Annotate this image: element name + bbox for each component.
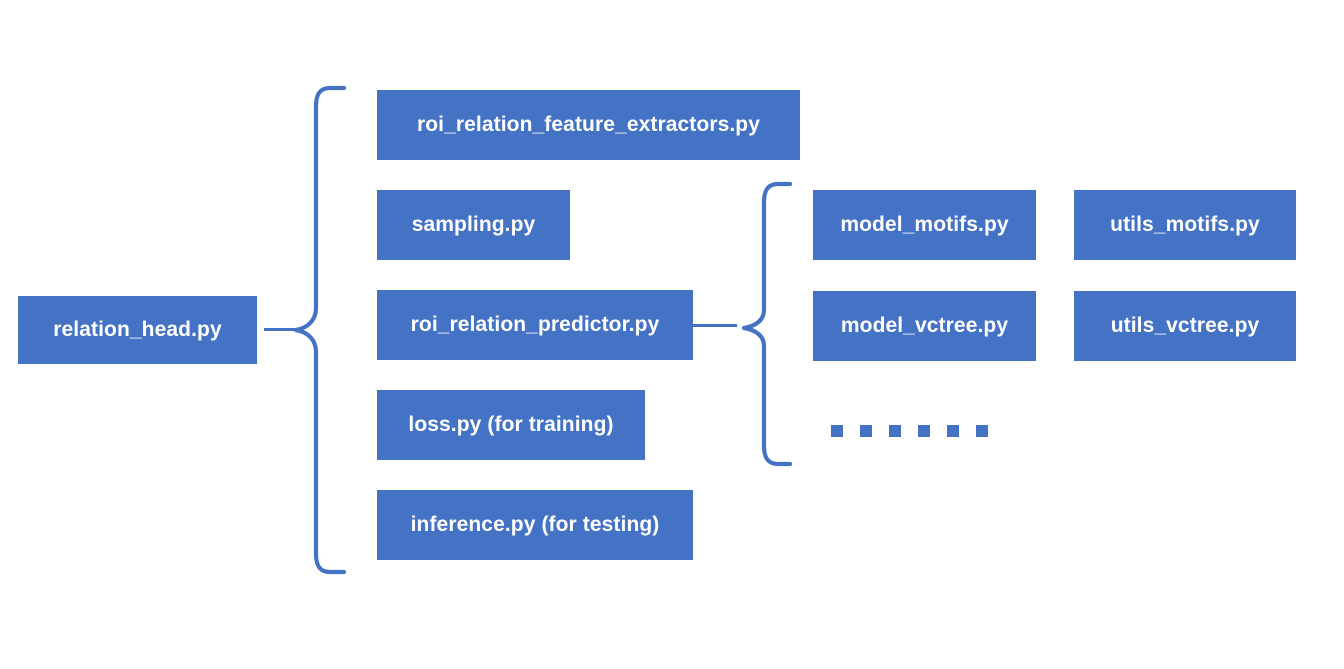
node-loss[interactable]: loss.py (for training) xyxy=(377,390,645,460)
ellipsis-dot xyxy=(889,425,901,437)
node-relation-head[interactable]: relation_head.py xyxy=(18,296,257,364)
node-utils-motifs[interactable]: utils_motifs.py xyxy=(1074,190,1296,260)
ellipsis-dots xyxy=(831,425,991,439)
node-model-motifs[interactable]: model_motifs.py xyxy=(813,190,1036,260)
ellipsis-dot xyxy=(831,425,843,437)
node-utils-vctree[interactable]: utils_vctree.py xyxy=(1074,291,1296,361)
node-roi-relation-feature-extractors[interactable]: roi_relation_feature_extractors.py xyxy=(377,90,800,160)
connector-predictor-to-brace2 xyxy=(693,324,737,327)
node-sampling[interactable]: sampling.py xyxy=(377,190,570,260)
brace-level2 xyxy=(741,181,793,467)
ellipsis-dot xyxy=(947,425,959,437)
node-inference[interactable]: inference.py (for testing) xyxy=(377,490,693,560)
node-model-vctree[interactable]: model_vctree.py xyxy=(813,291,1036,361)
ellipsis-dot xyxy=(918,425,930,437)
ellipsis-dot xyxy=(860,425,872,437)
ellipsis-dot xyxy=(976,425,988,437)
node-roi-relation-predictor[interactable]: roi_relation_predictor.py xyxy=(377,290,693,360)
connector-root-to-brace1 xyxy=(264,328,296,331)
brace-level1 xyxy=(293,85,347,575)
